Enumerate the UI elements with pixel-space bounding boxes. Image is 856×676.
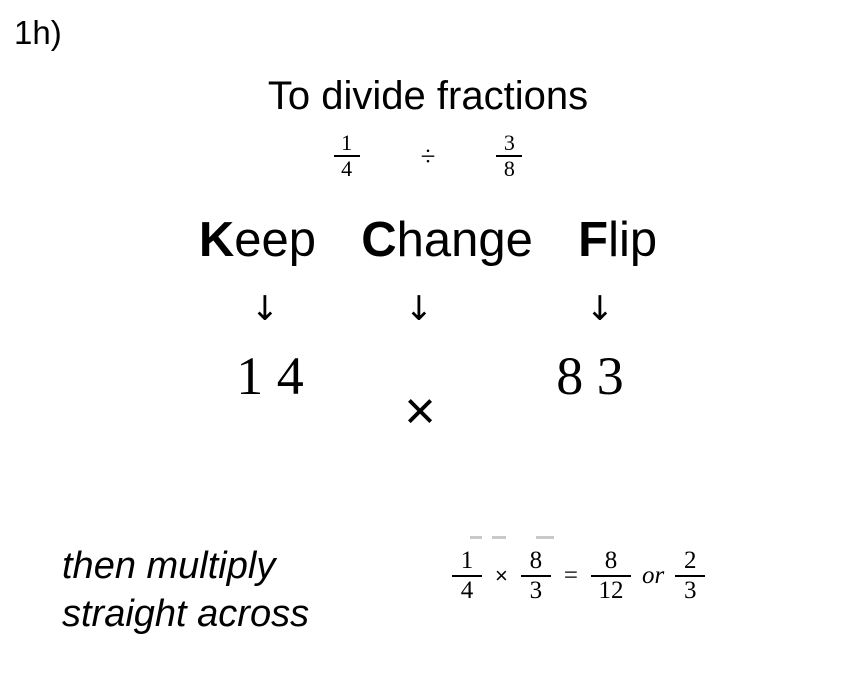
multiply-expression: 1 4 × 8 3 [0, 348, 856, 478]
result-equation: 1 4 × 8 3 = 8 12 or 2 3 [452, 547, 706, 604]
fraction-one-fourth: 1 4 [333, 130, 360, 182]
problem-label: 1h) [14, 14, 62, 51]
mnemonic-rest-keep: eep [234, 213, 317, 267]
or-label: or [641, 562, 665, 589]
multiplication-sign: × [404, 381, 436, 441]
mnemonic-word-keep: Keep [199, 216, 316, 265]
erased-mark [492, 536, 506, 539]
note-line-2: straight across [62, 592, 310, 635]
erased-mark [470, 536, 482, 539]
mnemonic-word-change: Change [361, 216, 533, 265]
big-fraction-eight-thirds: 8 3 [556, 348, 624, 404]
arrow-row: ↓ ↓ ↓ [0, 292, 856, 338]
keep-change-flip-mnemonic: Keep Change Flip [0, 216, 856, 265]
fraction-bar [590, 574, 631, 577]
down-arrow-icon-flip: ↓ [585, 289, 615, 329]
fraction-bar [675, 574, 706, 577]
down-arrow-icon-keep: ↓ [250, 289, 280, 329]
equation-fraction-two-thirds: 2 3 [675, 547, 706, 604]
division-sign: ÷ [420, 140, 436, 171]
denominator: 3 [529, 576, 543, 604]
erased-mark [536, 536, 554, 539]
faint-erased-marks [470, 534, 650, 546]
denominator: 4 [276, 346, 304, 406]
numerator: 1 [460, 547, 474, 574]
instruction-note: then multiply straight across [62, 543, 309, 639]
equation-fraction-eight-thirds: 8 3 [520, 547, 551, 604]
fraction-bar [452, 574, 482, 577]
mnemonic-rest-change: hange [396, 213, 533, 267]
fraction-bar [333, 155, 360, 158]
equals-sign: = [563, 562, 578, 589]
multiplication-sign: × [495, 562, 508, 588]
mnemonic-capital-f: F [578, 213, 609, 267]
numerator: 3 [503, 130, 515, 155]
note-line-1: then multiply [62, 545, 276, 587]
fraction-bar [496, 155, 523, 158]
equation-fraction-eight-twelfths: 8 12 [590, 547, 631, 604]
mnemonic-capital-k: K [198, 213, 235, 267]
denominator: 4 [460, 576, 474, 604]
mnemonic-capital-c: C [361, 213, 397, 267]
equation-fraction-one-fourth: 1 4 [452, 548, 482, 603]
denominator: 12 [598, 576, 624, 604]
denominator: 3 [683, 576, 697, 604]
numerator: 8 [604, 547, 618, 574]
numerator: 1 [341, 130, 353, 155]
down-arrow-icon-change: ↓ [404, 289, 434, 329]
divide-expression: 1 4 ÷ 3 8 [0, 130, 856, 182]
numerator: 1 [236, 346, 264, 406]
fraction-three-eighths: 3 8 [496, 130, 523, 182]
big-fraction-one-fourth: 1 4 [236, 348, 304, 404]
denominator: 3 [596, 346, 624, 406]
page-title: To divide fractions [267, 74, 589, 118]
fraction-bar [520, 574, 551, 577]
mnemonic-rest-flip: lip [608, 213, 658, 267]
numerator: 8 [556, 346, 584, 406]
denominator: 8 [503, 156, 515, 182]
numerator: 8 [529, 547, 543, 574]
mnemonic-word-flip: Flip [578, 216, 657, 265]
denominator: 4 [341, 156, 353, 182]
numerator: 2 [683, 547, 697, 574]
